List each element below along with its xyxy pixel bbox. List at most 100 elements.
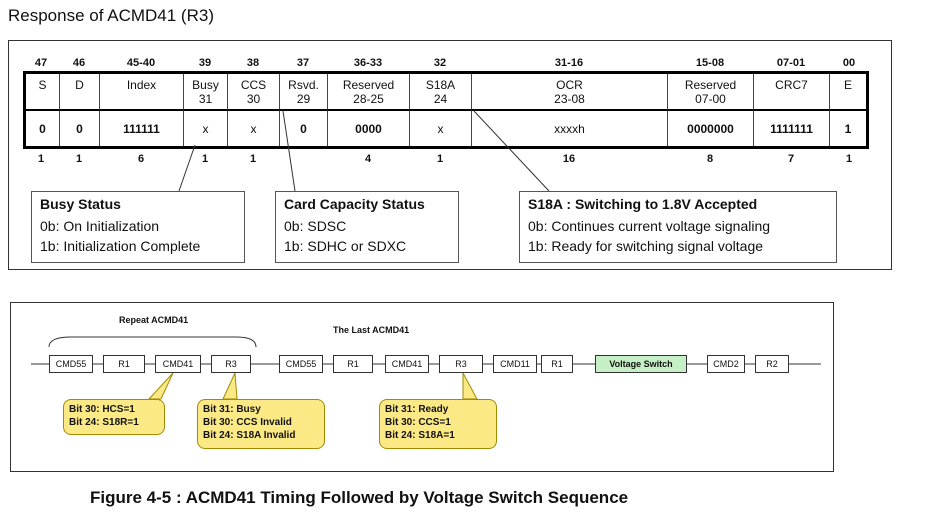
field-value: 0 <box>280 111 328 146</box>
field-name: OCR <box>556 78 583 92</box>
field-name: S18A <box>425 78 456 92</box>
callout-title: Card Capacity Status <box>284 196 425 212</box>
field-value: x <box>410 111 472 146</box>
field-bit: 28-25 <box>353 92 384 106</box>
callout-line: 1b: SDHC or SDXC <box>284 238 407 254</box>
seq-box-r1: R1 <box>333 355 373 373</box>
last-acmd41-label: The Last ACMD41 <box>333 325 410 335</box>
bubble-line: Bit 31: Busy <box>203 404 261 415</box>
field-name: Busy <box>192 78 219 92</box>
field-s: S <box>26 74 60 111</box>
field-crc7: CRC7 <box>754 74 830 111</box>
bit-position: 07-01 <box>776 57 806 69</box>
seq-box-r1: R1 <box>541 355 573 373</box>
figure-caption: Figure 4-5 : ACMD41 Timing Followed by V… <box>90 488 629 507</box>
field-name: Reserved <box>342 78 395 92</box>
field-bit: 07-00 <box>695 92 726 106</box>
field-bit: 30 <box>246 92 261 106</box>
bubble-hcs-s18r: Bit 30: HCS=1 Bit 24: S18R=1 <box>63 399 165 435</box>
bit-width: 1 <box>201 153 209 165</box>
field-bit: 31 <box>198 92 213 106</box>
bubble-line: Bit 24: S18A Invalid <box>203 430 296 441</box>
bit-width: 6 <box>137 153 145 165</box>
bit-width: 4 <box>364 153 372 165</box>
bubble-line: Bit 30: CCS Invalid <box>203 417 292 428</box>
card-capacity-status-callout: Card Capacity Status 0b: SDSC 1b: SDHC o… <box>275 191 459 263</box>
bit-position: 37 <box>296 57 310 69</box>
bit-width: 1 <box>75 153 83 165</box>
field-name: E <box>843 78 852 92</box>
bit-width: 1 <box>249 153 257 165</box>
callout-line: 1b: Initialization Complete <box>40 238 201 254</box>
field-name: CCS <box>240 78 267 92</box>
bit-position: 39 <box>198 57 212 69</box>
bubble-line: Bit 30: HCS=1 <box>69 404 135 415</box>
field-value: 0000000 <box>668 111 754 146</box>
field-value: x <box>228 111 280 146</box>
bit-position: 46 <box>72 57 86 69</box>
bit-width: 16 <box>562 153 576 165</box>
field-index: Index <box>100 74 184 111</box>
field-value: 111111 <box>100 111 184 146</box>
seq-box-cmd11: CMD11 <box>493 355 537 373</box>
bit-width: 7 <box>787 153 795 165</box>
seq-box-r2: R2 <box>755 355 789 373</box>
callout-connectors <box>178 110 550 192</box>
bit-position: 36-33 <box>353 57 383 69</box>
callout-line: 0b: On Initialization <box>40 218 160 234</box>
seq-box-cmd55: CMD55 <box>279 355 323 373</box>
field-d: D <box>60 74 100 111</box>
bit-position: 31-16 <box>554 57 584 69</box>
acmd41-sequence-diagram: Repeat ACMD41 The Last ACMD41 CMD55 R1 C… <box>10 302 834 472</box>
field-name: Reserved <box>684 78 737 92</box>
field-value: 0000 <box>328 111 410 146</box>
field-value: 1 <box>844 121 852 136</box>
bit-position: 15-08 <box>695 57 725 69</box>
seq-box-r3: R3 <box>439 355 483 373</box>
bit-width: 8 <box>706 153 714 165</box>
bit-position: 45-40 <box>126 57 156 69</box>
callout-title: S18A : Switching to 1.8V Accepted <box>528 196 758 212</box>
field-name: S <box>38 78 47 92</box>
field-bit: 29 <box>296 92 311 106</box>
field-value: x <box>184 111 228 146</box>
seq-box-cmd41: CMD41 <box>385 355 429 373</box>
seq-box-r1: R1 <box>103 355 145 373</box>
field-value: xxxxh <box>472 111 668 146</box>
callout-line: 0b: SDSC <box>284 218 347 234</box>
bit-position: 00 <box>842 57 856 69</box>
bit-width: 1 <box>436 153 444 165</box>
bit-position: 32 <box>433 57 447 69</box>
r3-response-diagram: 47 46 45-40 39 38 37 36-33 32 31-16 15-0… <box>8 40 892 270</box>
bit-width: 1 <box>37 153 45 165</box>
field-name: CRC7 <box>775 78 808 92</box>
busy-status-callout: Busy Status 0b: On Initialization 1b: In… <box>31 191 245 263</box>
field-bit: 23-08 <box>554 92 585 106</box>
seq-box-cmd41: CMD41 <box>155 355 201 373</box>
bubble-line: Bit 31: Ready <box>385 404 449 415</box>
field-rsvd: Rsvd.29 <box>280 74 328 111</box>
field-name: D <box>75 78 84 92</box>
bit-position: 38 <box>246 57 260 69</box>
bubble-line: Bit 24: S18A=1 <box>385 430 455 441</box>
section-title: Response of ACMD41 (R3) <box>8 6 214 25</box>
s18a-callout: S18A : Switching to 1.8V Accepted 0b: Co… <box>519 191 837 263</box>
callout-line: 1b: Ready for switching signal voltage <box>528 238 764 254</box>
seq-box-voltage-switch: Voltage Switch <box>595 355 687 373</box>
field-e: E <box>830 74 866 111</box>
field-name: Index <box>126 78 157 92</box>
field-value: 1111111 <box>754 111 830 146</box>
bubble-line: Bit 24: S18R=1 <box>69 417 139 428</box>
bit-position: 47 <box>34 57 48 69</box>
seq-box-cmd2: CMD2 <box>707 355 745 373</box>
bubble-line: Bit 30: CCS=1 <box>385 417 451 428</box>
bubble-busy-invalid: Bit 31: Busy Bit 30: CCS Invalid Bit 24:… <box>197 399 325 449</box>
seq-box-cmd55: CMD55 <box>49 355 93 373</box>
callout-line: 0b: Continues current voltage signaling <box>528 218 771 234</box>
